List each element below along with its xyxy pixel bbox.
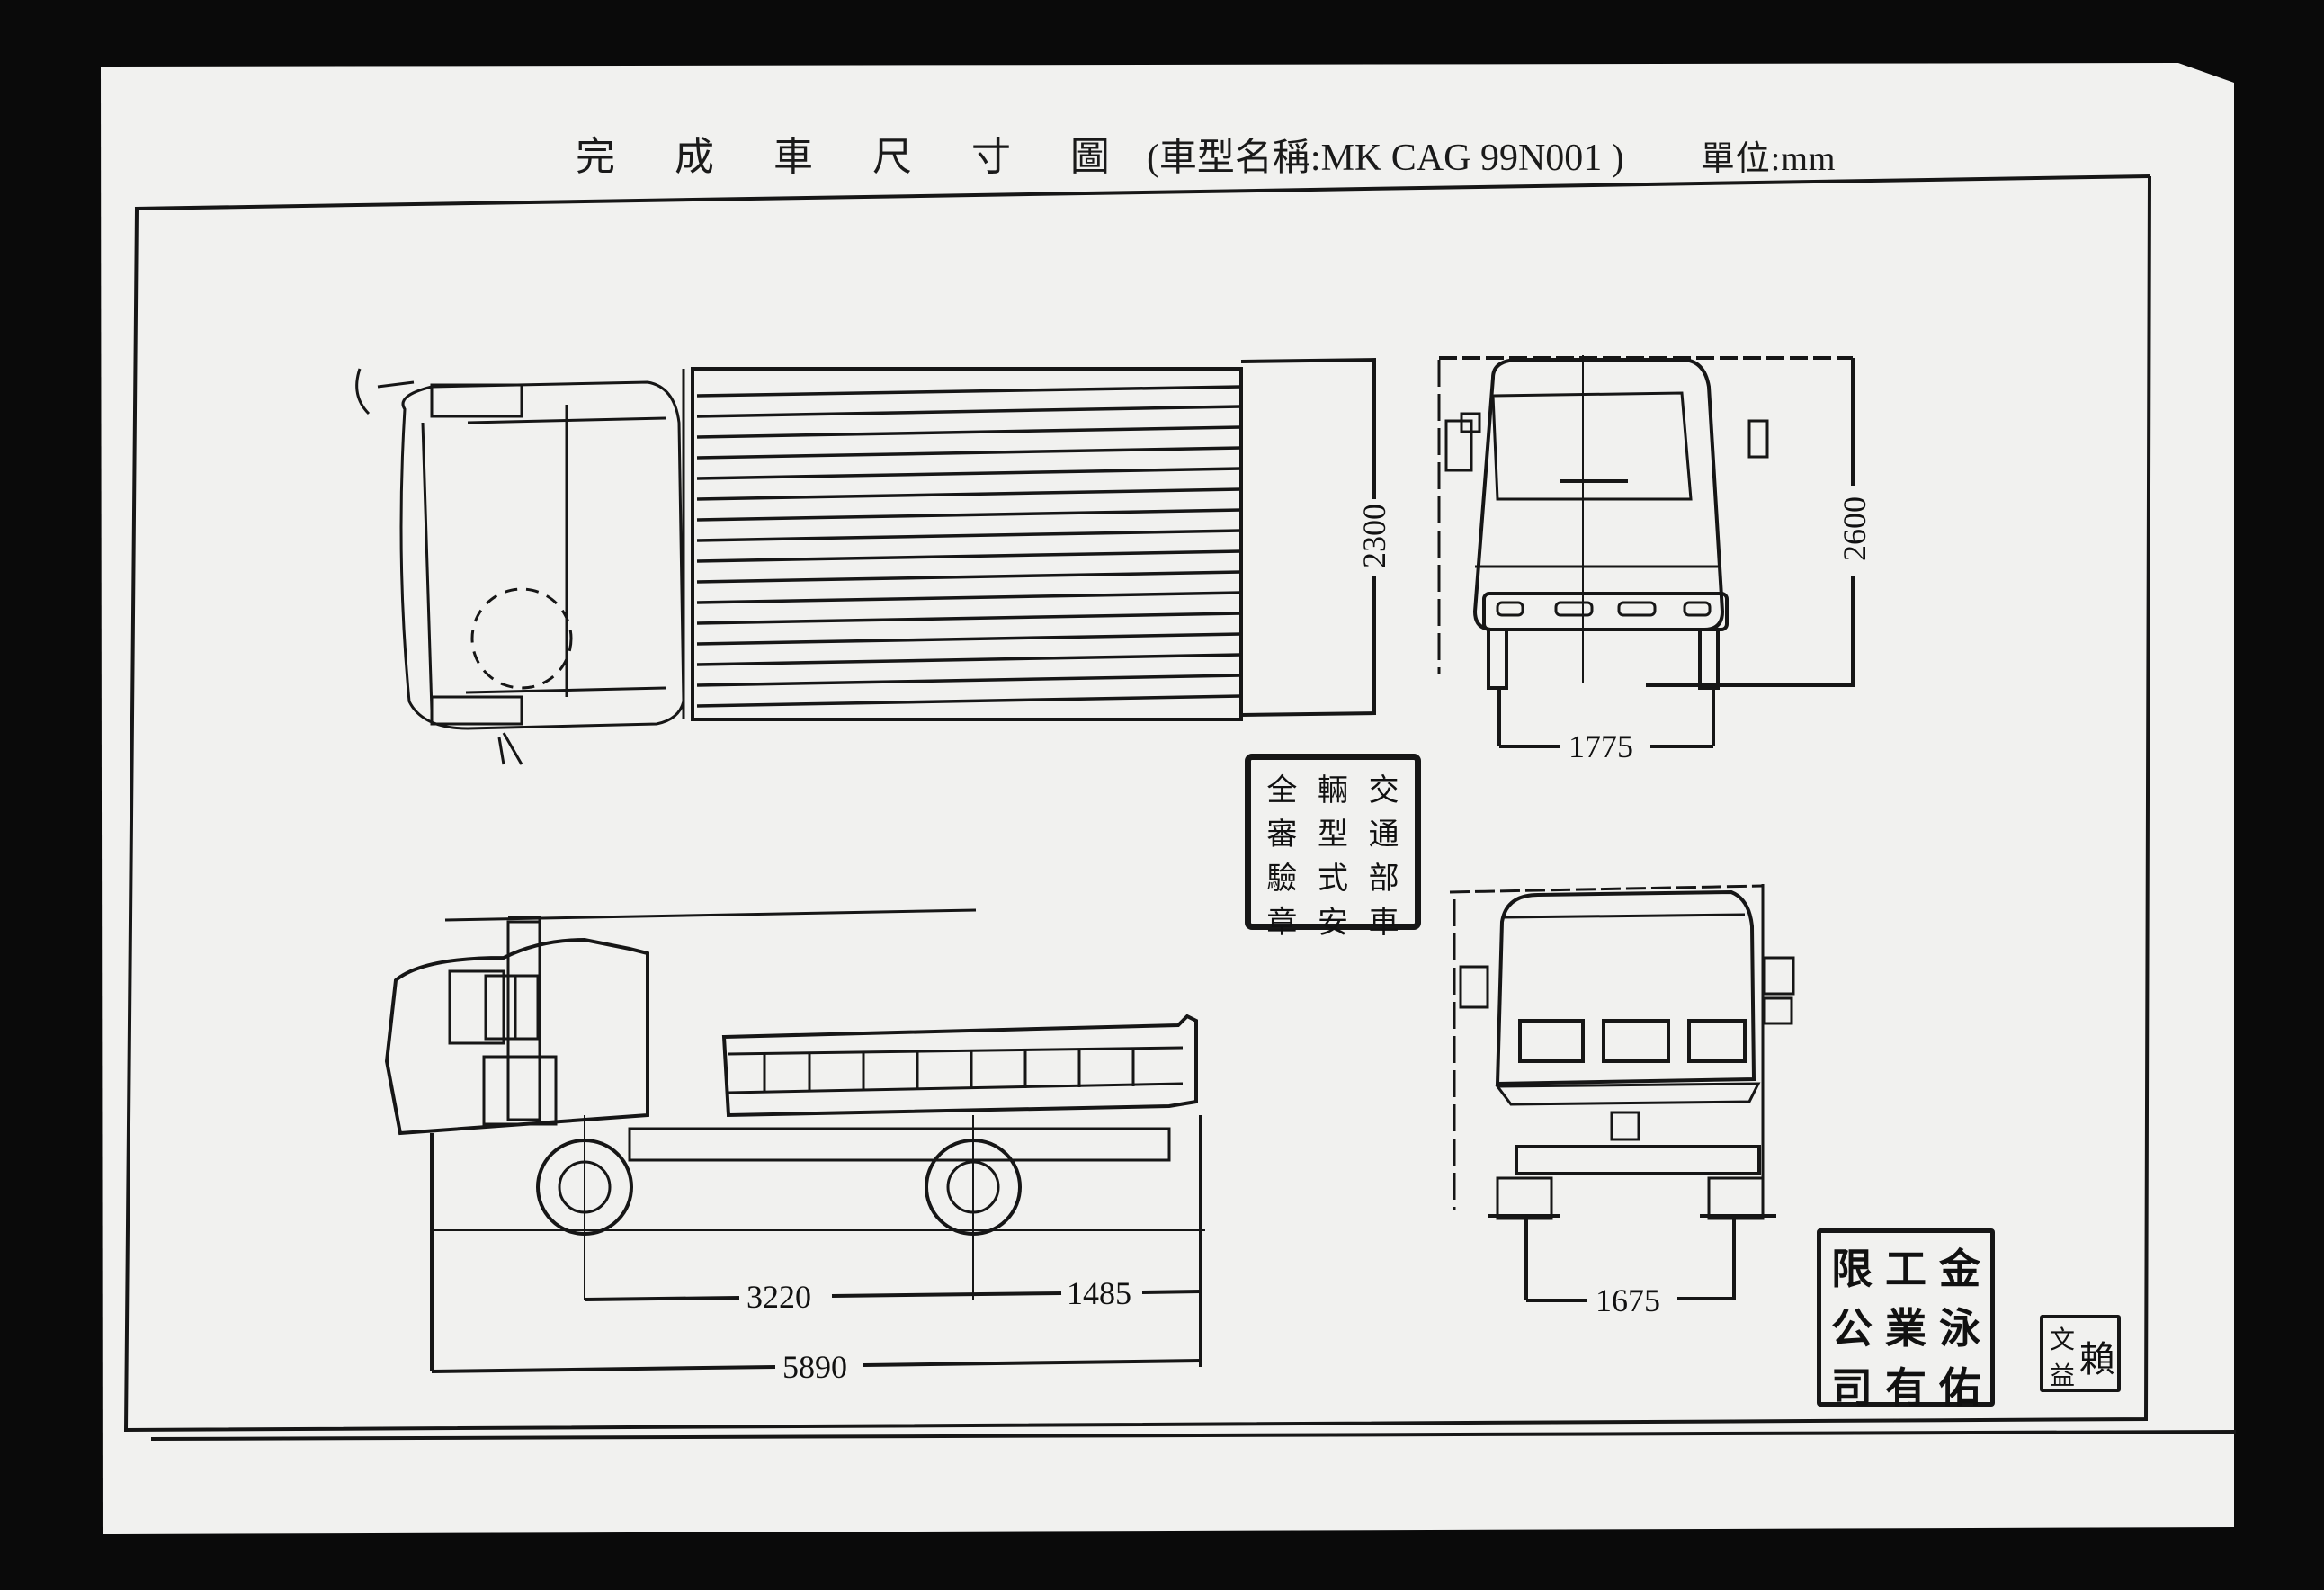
- seal-char: 審: [1266, 817, 1298, 853]
- company-stamp-seal: 金 泳 佑 工 業 有 限 公 司: [1817, 1228, 1995, 1412]
- dimension-overall-length: 5890: [779, 1351, 851, 1383]
- seal-char: 司: [1831, 1363, 1873, 1412]
- seal-char: 金: [1939, 1245, 1980, 1293]
- seal-char: 式: [1318, 861, 1349, 897]
- seal-char: 有: [1885, 1363, 1926, 1412]
- title-main: 完 成 車 尺 寸 圖: [576, 134, 1133, 180]
- unit-label: 單位:mm: [1700, 140, 1837, 178]
- seal-char: 泳: [1939, 1304, 1980, 1353]
- seal-char: 部: [1368, 861, 1399, 897]
- seal-char: 工: [1885, 1245, 1926, 1293]
- seal-char: 章: [1266, 905, 1298, 941]
- title-model-name: (車型名稱:MK CAG 99N001 ): [1146, 138, 1624, 179]
- dimension-front-tread: 1775: [1565, 730, 1637, 763]
- seal-char: 益: [2050, 1361, 2076, 1390]
- personal-stamp-seal: 賴 文 益: [2040, 1315, 2121, 1392]
- seal-char: 安: [1318, 905, 1349, 941]
- seal-char: 佑: [1939, 1363, 1980, 1412]
- dimension-rear-overhang: 1485: [1063, 1277, 1135, 1309]
- seal-char: 限: [1831, 1245, 1873, 1293]
- front-view-drawing: [1437, 355, 1855, 748]
- document-title: 完 成 車 尺 寸 圖 (車型名稱:MK CAG 99N001 ) 單位:mm: [576, 124, 1836, 182]
- top-view-drawing: [355, 358, 1377, 765]
- seal-char: 文: [2050, 1325, 2076, 1354]
- dimension-wheelbase: 3220: [743, 1281, 815, 1313]
- seal-char: 驗: [1266, 861, 1298, 897]
- dimension-overall-height: 2600: [1837, 493, 1873, 565]
- seal-char: 公: [1831, 1304, 1873, 1353]
- seal-char: 通: [1368, 817, 1399, 853]
- seal-char: 賴: [2079, 1339, 2115, 1380]
- seal-char: 全: [1266, 773, 1298, 808]
- seal-char: 交: [1368, 773, 1399, 808]
- dimension-rear-tread: 1675: [1592, 1284, 1664, 1317]
- seal-char: 車: [1368, 905, 1399, 941]
- seal-char: 業: [1885, 1304, 1926, 1353]
- seal-char: 輛: [1318, 773, 1349, 808]
- seal-char: 型: [1318, 817, 1349, 853]
- side-view-drawing: [384, 908, 1205, 1373]
- rear-view-drawing: [1449, 884, 1795, 1302]
- dimension-top-view-width: 2300: [1356, 500, 1392, 572]
- inspection-stamp-seal: 交 通 部 車 輛 型 式 安 全 審 驗 章: [1245, 754, 1421, 941]
